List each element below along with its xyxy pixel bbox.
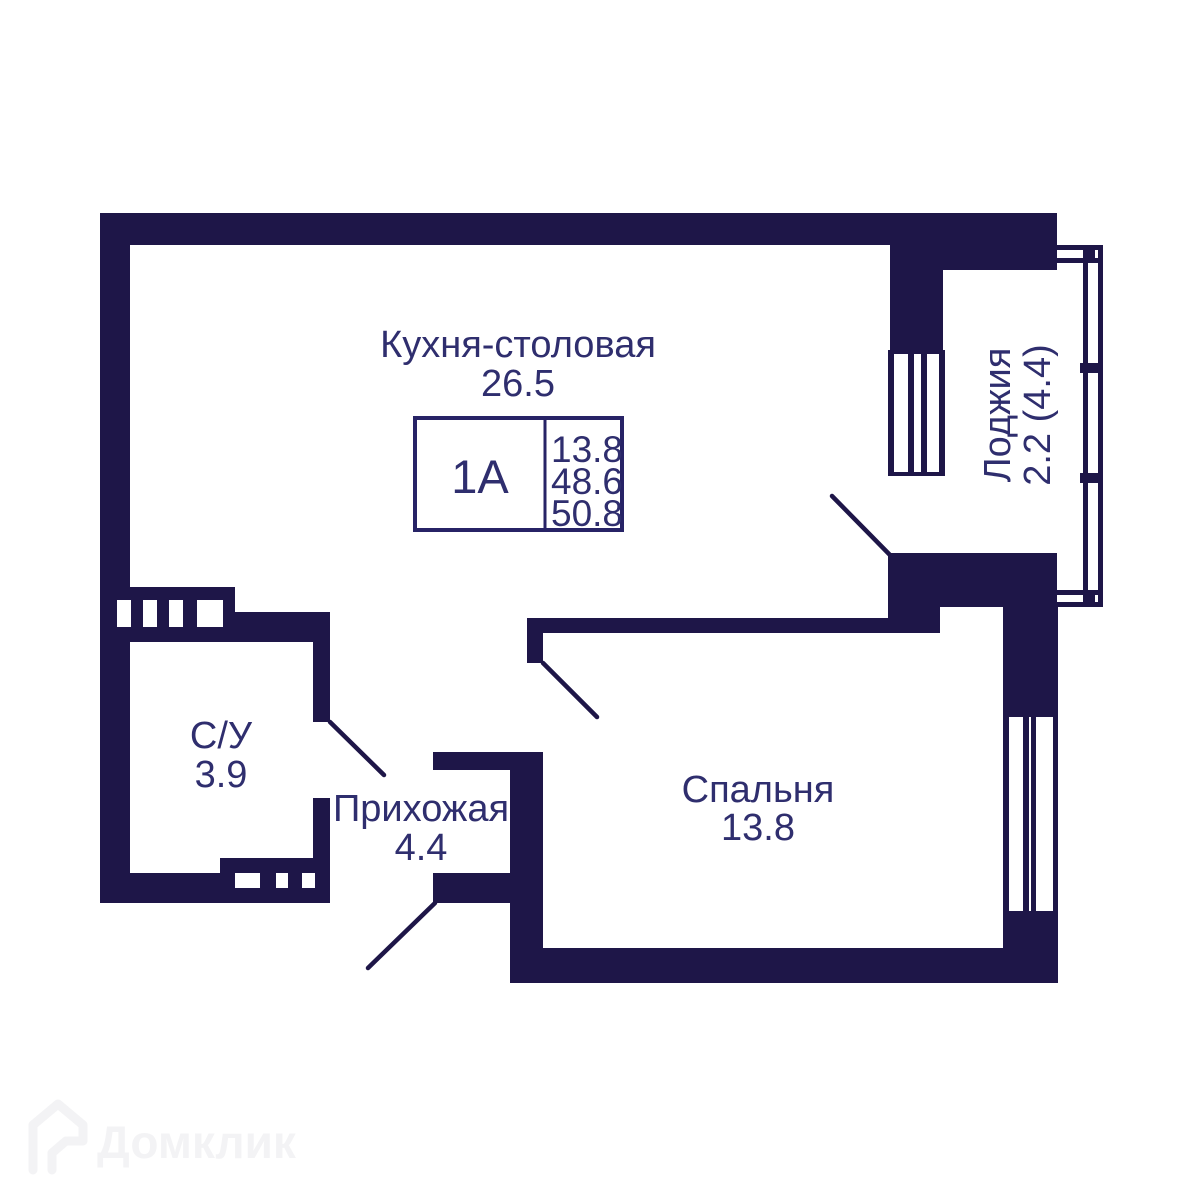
wall-bedroom-right-upper [1003,607,1058,713]
unit-info-box: 1А 13.8 48.6 50.8 [413,416,624,534]
unit-value-total: 50.8 [551,493,623,534]
wall-bedroom-top [527,618,940,633]
wall-bathroom-right-upper [313,642,330,722]
room-labels: Кухня-столовая 26.5 Спальня 13.8 С/У 3.9… [190,324,1059,869]
unit-value-living: 13.8 [551,429,623,470]
wall-bedroom-left [510,752,543,983]
wall-right-block [888,553,1057,607]
bedroom-name: Спальня [682,769,835,811]
wall-bedroom-door-jamb [527,618,543,663]
hall-area: 4.4 [395,827,448,869]
wall-top [100,213,1057,245]
kitchen-loggia-window [888,350,945,476]
bedroom-door-swing [540,660,600,720]
wall-top-right-thick [943,245,1057,270]
loggia-area: 2.2 (4.4) [1017,344,1059,486]
wall-junction [888,607,940,618]
wall-bathroom-top [235,612,330,642]
bathroom-door-swing [327,719,387,778]
unit-value-area: 48.6 [551,461,623,502]
bathroom-area: 3.9 [195,754,248,796]
wall-bedroom-right-lower [1003,915,1058,983]
watermark-brand: Домклик [97,1116,297,1168]
hall-name: Прихожая [333,788,509,830]
loggia-label-group: Лоджия 2.2 (4.4) [977,344,1059,486]
house-icon [28,1099,88,1175]
watermark: Домклик [28,1099,297,1175]
loggia-door-swing [829,493,893,558]
loggia-glazing [1057,245,1103,607]
bathroom-name: С/У [190,715,253,757]
kitchen-area: 26.5 [481,363,555,405]
kitchen-name: Кухня-столовая [380,324,656,366]
wall-bedroom-bottom [510,948,1058,983]
wall-loggia-partition-upper [890,245,943,350]
door-swings [327,493,893,971]
house-icon-notch [47,1136,71,1175]
loggia-name: Лоджия [977,348,1019,483]
bedroom-window [1003,713,1058,915]
vent-hatching [117,600,315,888]
entrance-door-swing [365,900,438,971]
wall-left [100,245,130,903]
unit-label: 1А [451,450,509,503]
wall-entrance-stub [433,873,513,903]
bedroom-area: 13.8 [721,807,795,849]
